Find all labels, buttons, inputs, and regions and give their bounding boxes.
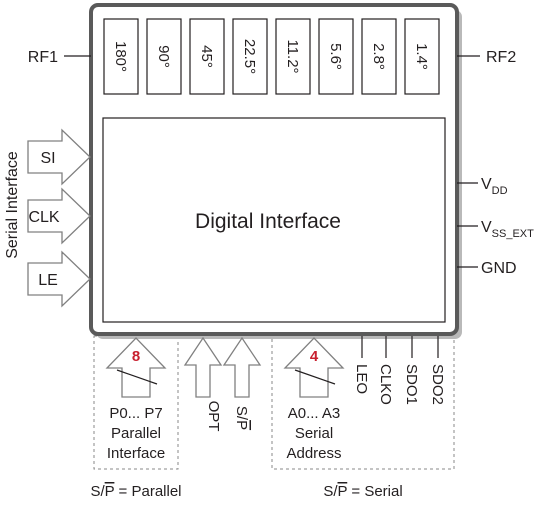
digital-interface-title: Digital Interface xyxy=(195,210,341,233)
phase-bit-cell: 90° xyxy=(146,18,182,95)
serial-address-arrow xyxy=(283,337,345,398)
phase-bit-label: 5.6° xyxy=(327,43,344,70)
phase-bit-box xyxy=(146,18,182,95)
gnd-label: GND xyxy=(481,260,517,277)
phase-bit-label: 90° xyxy=(155,45,172,68)
phase-bit-cell: 2.8° xyxy=(361,18,397,95)
clk-arrow xyxy=(27,187,91,245)
serial-output-pins: LEO CLKO SDO1 SDO2 xyxy=(353,336,446,405)
parallel-bus-width: 8 xyxy=(132,348,140,365)
sp-select-overbar-p: P xyxy=(233,420,250,430)
rf2-port: RF2 xyxy=(457,49,516,66)
serial-interface-label: Serial Interface xyxy=(4,151,21,259)
parallel-pins-label: P0... P7 xyxy=(109,405,162,422)
parallel-mode-overbar-p: P xyxy=(105,483,115,500)
parallel-bus-slash xyxy=(116,369,158,385)
si-label: SI xyxy=(40,150,55,167)
vss-ext-label: VSS_EXT xyxy=(481,219,534,240)
parallel-line2: Interface xyxy=(107,445,165,462)
vss-ext-pin: VSS_EXT xyxy=(457,219,534,240)
serial-mode-overbar-p: P xyxy=(338,483,348,500)
phase-bit-cell: 1.4° xyxy=(404,18,440,95)
output-pin-label: SDO2 xyxy=(429,364,446,405)
parallel-bus-input: 8 P0... P7 Parallel Interface xyxy=(105,337,167,462)
sp-select-arrow xyxy=(222,336,262,398)
vdd-pin: VDD xyxy=(457,176,508,197)
parallel-line1: Parallel xyxy=(111,425,161,442)
phase-bit-label: 22.5° xyxy=(241,39,258,74)
clk-input: CLK xyxy=(27,187,91,245)
serial-address-line2: Address xyxy=(286,445,341,462)
phase-bit-cell: 180° xyxy=(103,18,139,95)
phase-bit-box xyxy=(232,18,268,95)
serial-address-line1: Serial xyxy=(295,425,333,442)
rf2-label: RF2 xyxy=(486,49,516,66)
serial-address-bus-width: 4 xyxy=(310,348,319,365)
phase-bit-cell: 22.5° xyxy=(232,18,268,95)
opt-label: OPT xyxy=(205,401,222,432)
output-pin: LEO xyxy=(353,336,370,394)
phase-bit-row: 180° 90° 45° 22.5° 11.2° 5.6° 2.8° 1.4° xyxy=(103,18,440,95)
sp-select-input: S/P xyxy=(222,336,262,430)
output-pin: SDO2 xyxy=(429,336,446,405)
sp-select-label: S/P xyxy=(233,406,250,430)
vdd-label: VDD xyxy=(481,176,508,197)
output-pin-label: CLKO xyxy=(377,364,394,405)
opt-input: OPT xyxy=(183,336,223,432)
le-label: LE xyxy=(38,272,58,289)
si-input: SI xyxy=(27,128,91,186)
phase-bit-box xyxy=(318,18,354,95)
serial-address-pins-label: A0... A3 xyxy=(288,405,341,422)
output-pin: CLKO xyxy=(377,336,394,405)
serial-address-slash xyxy=(294,369,336,385)
phase-bit-cell: 45° xyxy=(189,18,225,95)
phase-bit-label: 1.4° xyxy=(413,43,430,70)
le-input: LE xyxy=(27,250,91,308)
gnd-pin: GND xyxy=(457,260,517,277)
output-pin-label: LEO xyxy=(353,364,370,394)
phase-bit-box xyxy=(361,18,397,95)
parallel-bus-arrow xyxy=(105,337,167,398)
serial-mode-label: S/P = Serial xyxy=(323,483,402,500)
phase-bit-box xyxy=(275,18,311,95)
phase-bit-label: 11.2° xyxy=(284,39,301,73)
output-pin-label: SDO1 xyxy=(403,364,420,405)
phase-bit-label: 45° xyxy=(198,45,215,68)
si-arrow xyxy=(27,128,91,186)
phase-bit-label: 180° xyxy=(112,41,129,72)
phase-bit-box xyxy=(404,18,440,95)
phase-bit-label: 2.8° xyxy=(370,43,387,70)
output-pin: SDO1 xyxy=(403,336,420,405)
phase-bit-box xyxy=(189,18,225,95)
le-arrow xyxy=(27,250,91,308)
serial-address-bus-input: 4 A0... A3 Serial Address xyxy=(283,337,345,462)
phase-bit-box xyxy=(103,18,139,95)
parallel-mode-label: S/P = Parallel xyxy=(90,483,181,500)
parallel-group: S/P = Parallel xyxy=(90,335,182,500)
phase-bit-cell: 11.2° xyxy=(275,18,311,95)
rf1-port: RF1 xyxy=(28,49,91,66)
rf1-label: RF1 xyxy=(28,49,58,66)
phase-bit-cell: 5.6° xyxy=(318,18,354,95)
opt-arrow xyxy=(183,336,223,398)
digital-interface-block xyxy=(102,117,446,323)
clk-label: CLK xyxy=(28,209,59,226)
